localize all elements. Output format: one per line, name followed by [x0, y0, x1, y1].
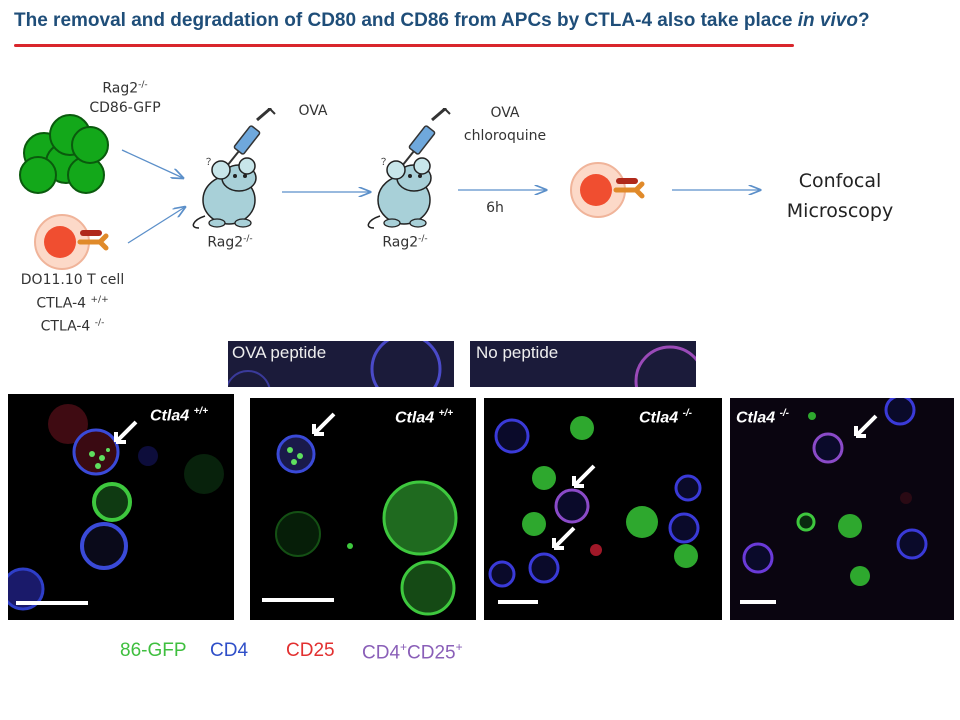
micrograph-panel-3: Ctla4 -/-	[484, 398, 722, 620]
apc-label: Rag2-/-	[102, 80, 148, 97]
arrow-apc-to-mouse1	[121, 149, 183, 178]
arrow-indicator-icon-1	[114, 420, 138, 444]
micrograph-top-2: No peptide	[470, 341, 696, 387]
svg-text:﹖: ﹖	[203, 154, 214, 167]
step1-mouse-label: Rag2-/-	[207, 234, 253, 251]
panel-tag-1: Ctla4 +/+	[150, 406, 209, 425]
panel-tag-3: Ctla4 -/-	[639, 408, 693, 427]
ctla4-wt-label: CTLA-4 +/+	[36, 295, 109, 312]
mouse-icon-1: ﹖	[192, 108, 276, 229]
syringe-icon-1	[226, 108, 276, 167]
result-line2: Microscopy	[786, 200, 894, 222]
micrograph-panel-4: Ctla4 -/-	[730, 398, 954, 620]
step2-top-label1: OVA	[490, 105, 520, 121]
micrograph-panel-2: Ctla4 +/+	[250, 398, 476, 620]
arrow-indicator-icon-3a	[572, 464, 596, 488]
step1-top-label: OVA	[298, 103, 328, 119]
tcr-icon-2	[613, 181, 645, 199]
svg-text:﹖: ﹖	[378, 154, 389, 167]
title-italic: in vivo	[797, 10, 858, 31]
scale-bar-1	[16, 601, 88, 605]
top-label-1: OVA peptide	[232, 343, 327, 362]
legend-gfp: 86-GFP	[120, 640, 187, 661]
panel-tag-4: Ctla4 -/-	[736, 408, 790, 427]
tcr-icon	[77, 233, 109, 251]
ctla4-receptor-icon	[80, 230, 102, 236]
result-line1: Confocal	[798, 170, 882, 192]
apc-cluster	[19, 114, 109, 194]
scale-bar-4	[740, 600, 776, 604]
syringe-icon-2	[401, 108, 451, 167]
arrow-tcell-to-mouse1	[127, 207, 185, 244]
scale-bar-3	[498, 600, 538, 604]
legend-cd4: CD4	[210, 640, 249, 661]
micrograph-top-1: OVA peptide	[228, 341, 454, 387]
legend-cd4cd25: CD4+CD25+	[362, 640, 463, 664]
top-label-2: No peptide	[476, 343, 559, 362]
result-label: Confocal Microscopy	[770, 166, 910, 226]
step2-top-label2: chloroquine	[463, 128, 547, 144]
mouse-icon-2: ﹖	[367, 108, 451, 229]
apc-label2: CD86-GFP	[89, 100, 161, 116]
step2-time-label: 6h	[486, 200, 504, 216]
micrograph-panel-1: Ctla4 +/+	[8, 394, 234, 620]
title-end: ?	[857, 10, 870, 31]
title-underline	[14, 44, 794, 47]
arrow-indicator-icon-2	[312, 412, 336, 436]
ctla4-receptor-icon-2	[616, 178, 638, 184]
step2-mouse-label: Rag2-/-	[382, 234, 428, 251]
arrow-indicator-icon-4	[854, 414, 878, 438]
scale-bar-2	[262, 598, 334, 602]
arrow-indicator-icon-3b	[552, 526, 576, 550]
flow-arrows	[121, 149, 960, 244]
tcell-diagram	[34, 214, 109, 270]
legend-cd25: CD25	[286, 640, 335, 661]
tcell-label: DO11.10 T cell	[20, 272, 125, 288]
panel-tag-2: Ctla4 +/+	[395, 408, 454, 427]
ctla4-ko-label: CTLA-4 -/-	[40, 318, 105, 335]
slide-title: The removal and degradation of CD80 and …	[14, 10, 870, 32]
title-text: The removal and degradation of CD80 and …	[14, 10, 798, 31]
isolated-tcell	[570, 162, 645, 218]
